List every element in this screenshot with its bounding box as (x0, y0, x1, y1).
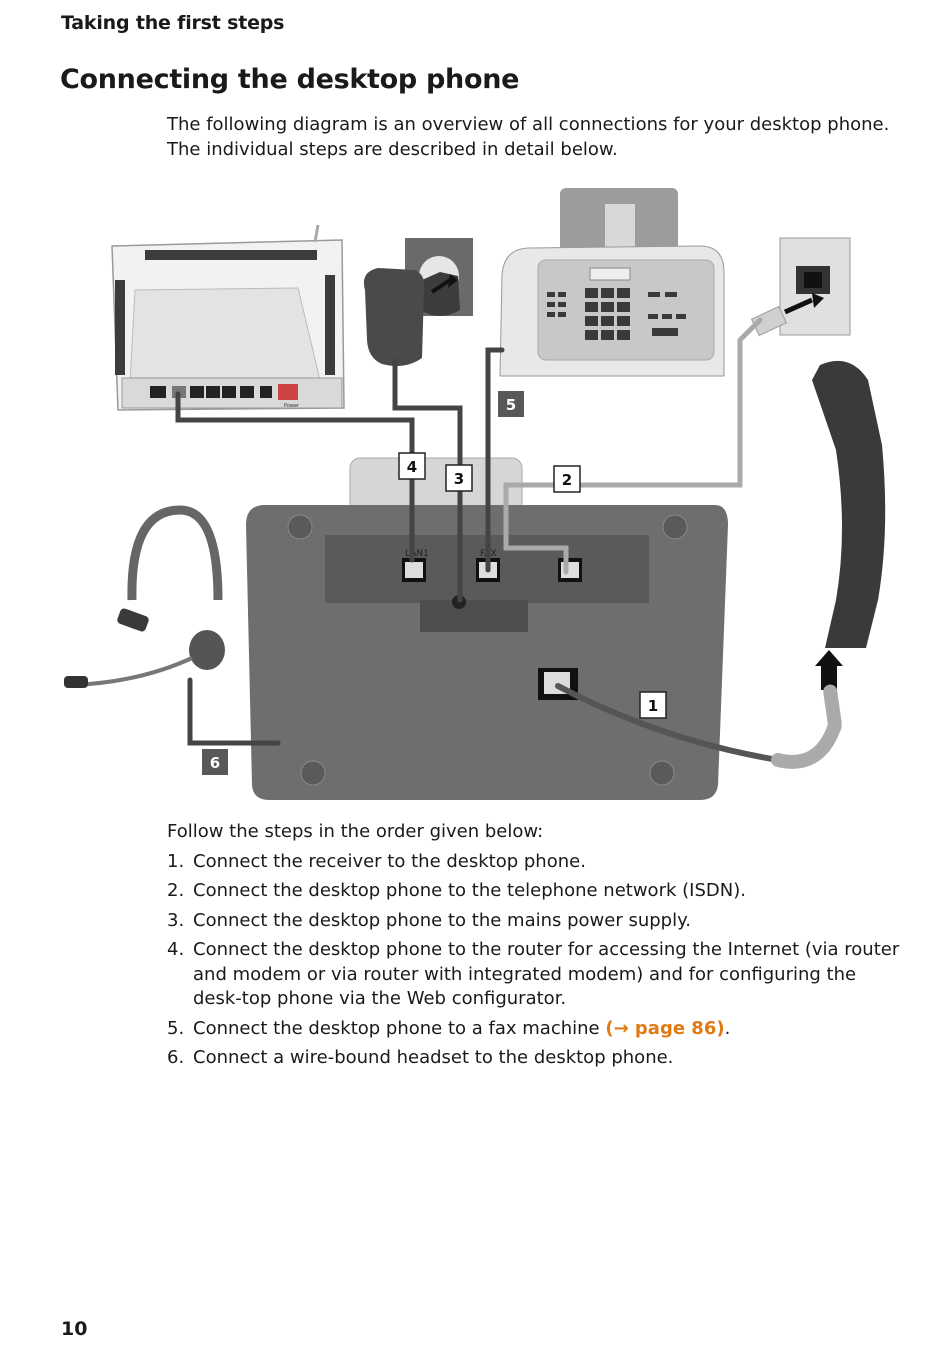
callout-5-label: 5 (506, 396, 516, 414)
callout-4: 4 (398, 452, 426, 480)
list-item: 1. Connect the receiver to the desktop p… (167, 850, 907, 875)
step-number: 2. (167, 880, 185, 901)
callout-6-label: 6 (210, 754, 220, 772)
list-item: 5. Connect the desktop phone to a fax ma… (167, 1017, 907, 1042)
headset-illustration (64, 505, 225, 688)
page-number: 10 (61, 1318, 88, 1340)
callout-1: 1 (639, 691, 667, 719)
intro-text: The following diagram is an overview of … (167, 112, 907, 162)
steps-list: 1. Connect the receiver to the desktop p… (167, 850, 907, 1071)
cables (175, 317, 843, 769)
callout-3: 3 (445, 464, 473, 492)
callout-5: 5 (498, 391, 524, 417)
power-outlet-illustration (363, 238, 473, 366)
step-text-end: . (724, 1017, 731, 1039)
connection-diagram: Power (64, 188, 886, 800)
callout-6: 6 (202, 749, 228, 775)
steps-lead: Follow the steps in the order given belo… (167, 821, 544, 842)
step-number: 1. (167, 850, 185, 872)
step-text: Connect a wire-bound headset to the desk… (193, 1047, 674, 1068)
step-text: Connect the receiver to the desktop phon… (193, 850, 586, 872)
callout-3-label: 3 (454, 470, 464, 488)
step-number: 3. (167, 909, 185, 931)
callout-1-label: 1 (648, 697, 658, 715)
step-text: Connect the desktop phone to the router … (193, 939, 900, 1009)
page-title: Connecting the desktop phone (60, 64, 520, 95)
list-item: 4. Connect the desktop phone to the rout… (167, 938, 907, 1012)
list-item: 2. Connect the desktop phone to the tele… (167, 879, 907, 904)
isdn-wall-socket-illustration (750, 237, 851, 337)
callout-2-label: 2 (562, 471, 572, 489)
intro-line-2: The individual steps are described in de… (167, 139, 618, 160)
step-number: 5. (167, 1017, 185, 1039)
running-header: Taking the first steps (61, 12, 285, 34)
intro-line-1: The following diagram is an overview of … (167, 114, 890, 135)
router-illustration: Power (111, 224, 345, 411)
step-number: 4. (167, 939, 185, 960)
router-power-label: Power (284, 403, 300, 409)
callout-4-label: 4 (407, 458, 417, 476)
step-text-container: Connect the desktop phone to a fax machi… (193, 1017, 907, 1042)
step-text: Connect the desktop phone to the mains p… (193, 909, 691, 931)
steps-section: Follow the steps in the order given belo… (167, 820, 907, 1076)
list-item: 3. Connect the desktop phone to the main… (167, 909, 907, 934)
step-text: Connect the desktop phone to the telepho… (193, 880, 746, 901)
step-text: Connect the desktop phone to a fax machi… (193, 1017, 606, 1039)
callout-2: 2 (553, 465, 581, 493)
fax-machine-illustration (499, 188, 725, 377)
handset-illustration (812, 360, 886, 690)
lan1-port-label: LAN1 (405, 549, 429, 559)
step-number: 6. (167, 1047, 185, 1068)
list-item: 6. Connect a wire-bound headset to the d… (167, 1046, 907, 1071)
page-reference-link[interactable]: (→ page 86) (605, 1017, 725, 1039)
